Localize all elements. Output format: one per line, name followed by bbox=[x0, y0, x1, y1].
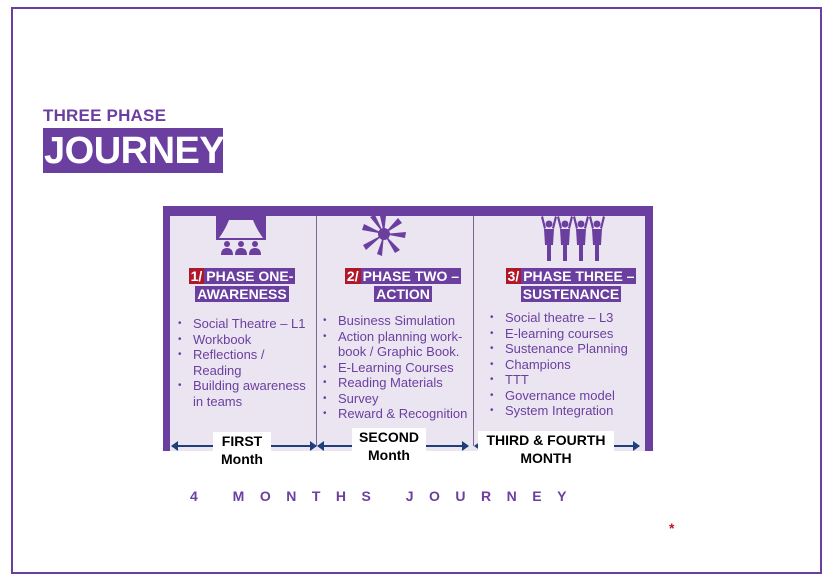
month-label-second: SECOND Month bbox=[352, 428, 426, 464]
group-celebration-icon bbox=[541, 216, 605, 261]
list-item: System Integration bbox=[490, 403, 665, 419]
list-item: Social theatre – L3 bbox=[490, 310, 665, 326]
list-item: Reading Materials bbox=[323, 375, 493, 391]
list-item: Building awareness bbox=[178, 378, 333, 394]
phase-three-title-line1: PHASE THREE – bbox=[521, 268, 637, 284]
month-label-third-line1: THIRD & FOURTH bbox=[486, 432, 606, 448]
list-item: Social Theatre – L1 bbox=[178, 316, 333, 332]
list-item-continuation: book / Graphic Book. bbox=[338, 344, 493, 360]
list-item: Reward & Recognition bbox=[323, 406, 493, 422]
asterisk-marker: * bbox=[669, 520, 675, 536]
list-item: E-learning courses bbox=[490, 326, 665, 342]
phase-one-title-line1: PHASE ONE- bbox=[204, 268, 296, 284]
list-item-continuation-text: Reading bbox=[193, 362, 242, 378]
list-item-continuation: Reading bbox=[193, 363, 333, 379]
month-label-first-line2: Month bbox=[221, 451, 263, 467]
phase-three-number: 3/ bbox=[505, 268, 522, 284]
phase-three-title-line2: SUSTENANCE bbox=[520, 286, 622, 302]
phase-one-title-line2: AWARENESS bbox=[195, 286, 289, 302]
slide-frame bbox=[11, 7, 822, 574]
month-label-second-line2: Month bbox=[368, 447, 410, 463]
month-label-first: FIRST Month bbox=[213, 432, 271, 468]
month-label-third-line2: MONTH bbox=[520, 450, 572, 466]
list-item: Workbook bbox=[178, 332, 333, 348]
phase-two-title-line2: ACTION bbox=[374, 286, 432, 302]
title-background bbox=[43, 128, 223, 173]
list-item: TTT bbox=[490, 372, 665, 388]
phase-two-title-line1: PHASE TWO – bbox=[360, 268, 462, 284]
phase-two-title: 2/PHASE TWO – ACTION bbox=[323, 267, 483, 303]
list-item: Reflections / bbox=[178, 347, 333, 363]
list-item-continuation-text: in teams bbox=[193, 393, 243, 409]
footer-caption: 4 MONTHS JOURNEY bbox=[190, 488, 582, 504]
month-label-first-line1: FIRST bbox=[221, 433, 263, 449]
phase-one-items: Social Theatre – L1 Workbook Reflections… bbox=[177, 316, 333, 409]
list-item: Governance model bbox=[490, 388, 665, 404]
list-item: Business Simulation bbox=[323, 313, 493, 329]
list-item-continuation-text: book / Graphic Book. bbox=[338, 344, 460, 359]
list-item: E-Learning Courses bbox=[323, 360, 493, 376]
month-label-second-line1: SECOND bbox=[359, 429, 419, 445]
slide-title: JOURNEY bbox=[44, 130, 225, 172]
phase-two-items: Business Simulation Action planning work… bbox=[322, 313, 493, 422]
theatre-stage-icon bbox=[216, 216, 266, 255]
phase-two-number: 2/ bbox=[344, 268, 361, 284]
list-item: Champions bbox=[490, 357, 665, 373]
phase-one-number: 1/ bbox=[188, 268, 205, 284]
list-item: Action planning work- bbox=[323, 329, 493, 345]
month-label-third: THIRD & FOURTH MONTH bbox=[478, 431, 614, 467]
list-item-continuation: in teams bbox=[193, 394, 333, 410]
phase-one-title: 1/PHASE ONE- AWARENESS bbox=[172, 267, 312, 303]
slide-subtitle: THREE PHASE bbox=[43, 106, 167, 125]
team-hands-icon bbox=[362, 215, 406, 256]
phase-three-items: Social theatre – L3 E-learning courses S… bbox=[489, 310, 665, 419]
phase-three-title: 3/PHASE THREE – SUSTENANCE bbox=[480, 267, 662, 303]
list-item: Survey bbox=[323, 391, 493, 407]
list-item: Sustenance Planning bbox=[490, 341, 665, 357]
